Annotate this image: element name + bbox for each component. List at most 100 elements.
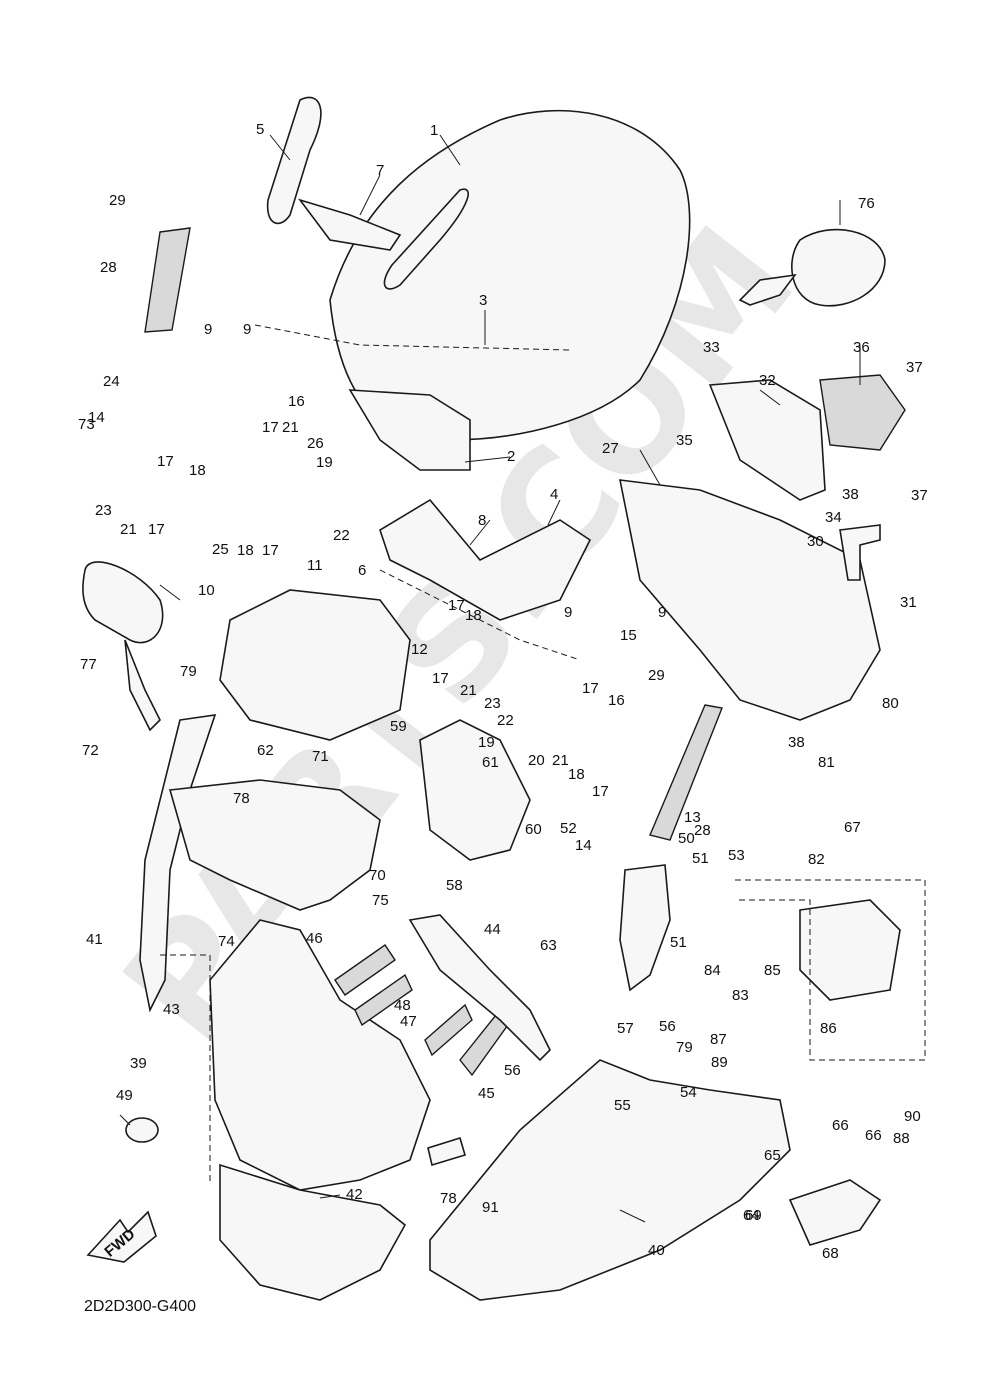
callout: 21 [460, 682, 477, 699]
callout: 18 [465, 607, 482, 624]
callout: 65 [764, 1147, 781, 1164]
callout: 44 [484, 921, 501, 938]
panel-70 [168, 779, 381, 911]
callout: 18 [237, 542, 254, 559]
callout: 79 [676, 1039, 693, 1056]
callout: 9 [204, 321, 212, 338]
callout: 67 [844, 819, 861, 836]
cap-49 [125, 1117, 159, 1143]
callout: 61 [482, 754, 499, 771]
callout: 37 [906, 359, 923, 376]
diagram-code: 2D2D300-G400 [84, 1298, 197, 1315]
callout: 86 [820, 1020, 837, 1037]
callout: 47 [400, 1013, 417, 1030]
upper-cowling-39 [209, 919, 431, 1191]
callout: 28 [694, 822, 711, 839]
callout: 22 [333, 527, 350, 544]
stay-bracket [379, 498, 592, 621]
callout: 17 [432, 670, 449, 687]
callout: 79 [180, 663, 197, 680]
callout: 72 [82, 742, 99, 759]
callout: 81 [818, 754, 835, 771]
callout: 18 [189, 462, 206, 479]
callout: 85 [764, 962, 781, 979]
callout: 38 [842, 486, 859, 503]
callout: 9 [564, 604, 572, 621]
callout: 68 [822, 1245, 839, 1262]
callout: 21 [552, 752, 569, 769]
callout: 17 [262, 542, 279, 559]
callout: 11 [307, 557, 323, 574]
callout: 23 [484, 695, 501, 712]
callout: 35 [676, 432, 693, 449]
callout: 43 [163, 1001, 180, 1018]
callout: 8 [478, 512, 486, 529]
callout: 14 [575, 837, 592, 854]
callout: 17 [157, 453, 174, 470]
callout: 78 [233, 790, 250, 807]
callout-labels: 1 2 3 4 5 6 7 8 9 9 9 9 10 11 12 13 14 1… [78, 121, 928, 1262]
callout: 36 [853, 339, 870, 356]
callout: 29 [109, 192, 126, 209]
callout: 56 [659, 1018, 676, 1035]
callout: 60 [525, 821, 542, 838]
callout: 41 [86, 931, 103, 948]
mirror-left [82, 561, 164, 644]
callout: 21 [282, 419, 299, 436]
callout: 73 [78, 416, 95, 433]
guide-box-upper [254, 324, 571, 351]
callout: 16 [288, 393, 305, 410]
screen-bracket [348, 389, 471, 471]
callout: 49 [116, 1087, 133, 1104]
callout: 58 [446, 877, 463, 894]
callout: 33 [703, 339, 720, 356]
callout: 30 [807, 533, 824, 550]
deflector-panel [383, 188, 469, 290]
callout: 34 [825, 509, 842, 526]
callout: 76 [858, 195, 875, 212]
ecu-82 [799, 899, 901, 1001]
callout: 10 [198, 582, 215, 599]
guide-box-lower [160, 954, 211, 1185]
callout: 13 [684, 809, 701, 826]
inner-panel [708, 379, 826, 501]
duct-46 [334, 944, 396, 996]
deflector-left [266, 96, 322, 225]
mirror-left-stem [124, 639, 161, 732]
callout: 17 [448, 597, 465, 614]
callout: 21 [120, 521, 137, 538]
bracket-64 [788, 1179, 882, 1246]
callout: 48 [394, 997, 411, 1014]
fwd-arrow-icon: FWD [86, 1210, 157, 1263]
callout: 16 [608, 692, 625, 709]
callout: 2 [507, 448, 515, 465]
callout: 20 [528, 752, 545, 769]
bracket-44 [408, 914, 551, 1062]
callout: 63 [540, 937, 557, 954]
callout: 23 [95, 502, 112, 519]
callout: 9 [243, 321, 251, 338]
callout: 84 [704, 962, 721, 979]
callout: 57 [617, 1020, 634, 1037]
callout: 59 [390, 718, 407, 735]
callout: 78 [440, 1190, 457, 1207]
guide-line-mid [379, 569, 581, 661]
bracket-30 [839, 524, 881, 581]
callout: 82 [808, 851, 825, 868]
callout: 90 [904, 1108, 921, 1125]
callout: 1 [430, 122, 438, 139]
callout: 17 [582, 680, 599, 697]
duct-47 [424, 1003, 473, 1057]
callout: 27 [602, 440, 619, 457]
callout: 29 [648, 667, 665, 684]
callout: 39 [130, 1055, 147, 1072]
callout: 24 [103, 373, 120, 390]
callout: 50 [678, 830, 695, 847]
grille [819, 374, 906, 451]
callout: 53 [728, 847, 745, 864]
callout: 28 [100, 259, 117, 276]
callout: 18 [568, 766, 585, 783]
callout: 83 [732, 987, 749, 1004]
mirror-right [791, 228, 886, 307]
